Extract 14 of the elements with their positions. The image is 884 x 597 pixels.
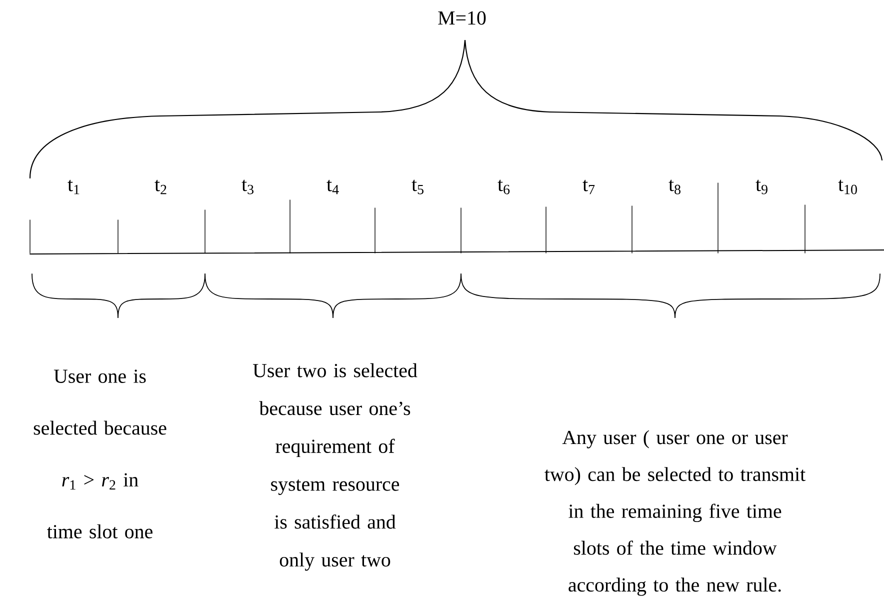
slot-label: t$_{2}$ — [154, 180, 166, 194]
slot-label: t$_{5}$ — [412, 180, 424, 194]
window-size-label: M=10 — [438, 11, 486, 25]
slot-label: t$_{4}$ — [326, 180, 339, 194]
slot-label: t$_{3}$ — [242, 180, 254, 194]
slot-label: t$_{6}$ — [498, 180, 510, 194]
slot-label: t$_{7}$ — [582, 180, 595, 194]
slot-label: t$_{1}$ — [68, 180, 80, 194]
slot-label: t$_{10}$ — [838, 180, 857, 194]
annotation-text: User two is selected because user one’s requirement of system resource is satisfied and only user two — [252, 363, 418, 571]
slot-label: t$_{8}$ — [668, 180, 680, 194]
annotation-text: Any user ( user one or user two) can be selected to transmit in the remaining five time slots of the time window according to the new rule. — [544, 430, 806, 596]
annotation-text: User one is selected because r$_{1}$ > r$_{2}$ in time slot one — [34, 370, 166, 538]
slot-label: t$_{9}$ — [756, 180, 768, 194]
